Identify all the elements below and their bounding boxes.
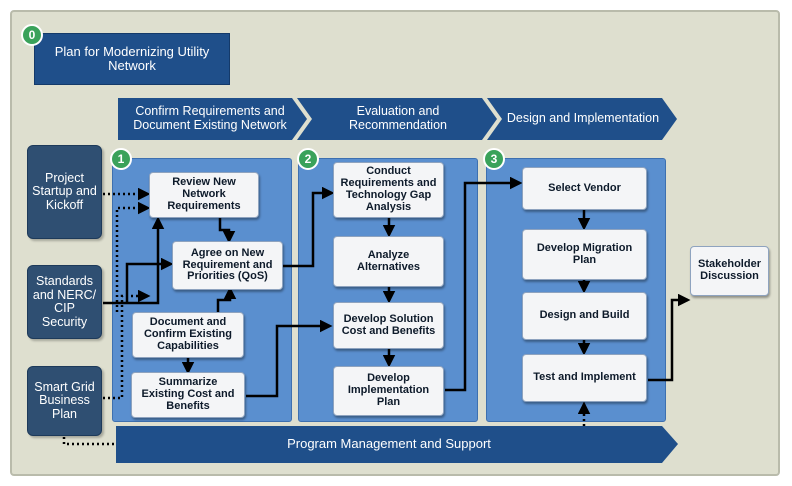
agree-to-conduct xyxy=(283,186,335,268)
stage-chevron-1 xyxy=(118,98,307,140)
test-to-stakeholder xyxy=(648,293,691,382)
document-to-agree xyxy=(216,286,237,312)
step-summarize-cost: Summarize Existing Cost and Benefits xyxy=(131,372,245,418)
program-management-label: Program Management and Support xyxy=(287,436,491,452)
step-solution-cost: Develop Solution Cost and Benefits xyxy=(333,302,444,349)
input-project-startup: Project Startup and Kickoff xyxy=(27,145,102,239)
plan-to-select-vendor xyxy=(445,176,523,392)
stage-chevron-3 xyxy=(487,98,677,140)
step-agree-requirements: Agree on New Requirement and Priorities … xyxy=(172,241,283,290)
stage-label-confirm: Confirm Requirements and Document Existi… xyxy=(133,103,287,132)
phase-2-badge: 2 xyxy=(297,148,319,170)
plan-number-badge: 0 xyxy=(21,24,43,46)
standards-to-review xyxy=(103,216,165,305)
stage-chevron-2 xyxy=(297,98,497,140)
step-review-requirements: Review New Network Requirements xyxy=(149,172,259,218)
dotted-smartgrid-to-program xyxy=(62,437,116,446)
input-smart-grid-plan: Smart Grid Business Plan xyxy=(27,366,102,436)
step-gap-analysis: Conduct Requirements and Technology Gap … xyxy=(333,162,444,218)
step-test-implement: Test and Implement xyxy=(522,354,647,402)
phase-1-badge: 1 xyxy=(110,148,132,170)
review-to-agree xyxy=(218,218,236,244)
solid-connectors xyxy=(103,176,691,398)
step-migration-plan: Develop Migration Plan xyxy=(522,229,647,280)
stage-label-evaluation: Evaluation and Recommendation xyxy=(349,103,447,132)
dotted-smartgrid-to-summarize xyxy=(103,289,151,400)
input-standards-nerc-cip: Standards and NERC/ CIP Security xyxy=(27,265,102,339)
summarize-to-develop-solution xyxy=(246,319,333,398)
stage-label-design: Design and Implementation xyxy=(506,110,660,125)
step-analyze-alternatives: Analyze Alternatives xyxy=(333,236,444,287)
step-implementation-plan: Develop Implementation Plan xyxy=(333,366,444,416)
step-design-build: Design and Build xyxy=(522,292,647,340)
stakeholder-discussion: Stakeholder Discussion xyxy=(690,246,769,296)
dotted-connectors xyxy=(62,187,591,446)
plan-title: Plan for Modernizing Utility Network xyxy=(34,33,230,85)
step-document-capabilities: Document and Confirm Existing Capabiliti… xyxy=(132,312,244,358)
standards-to-agree xyxy=(125,257,174,303)
program-band xyxy=(116,426,678,463)
step-select-vendor: Select Vendor xyxy=(522,167,647,210)
phase-3-badge: 3 xyxy=(483,148,505,170)
